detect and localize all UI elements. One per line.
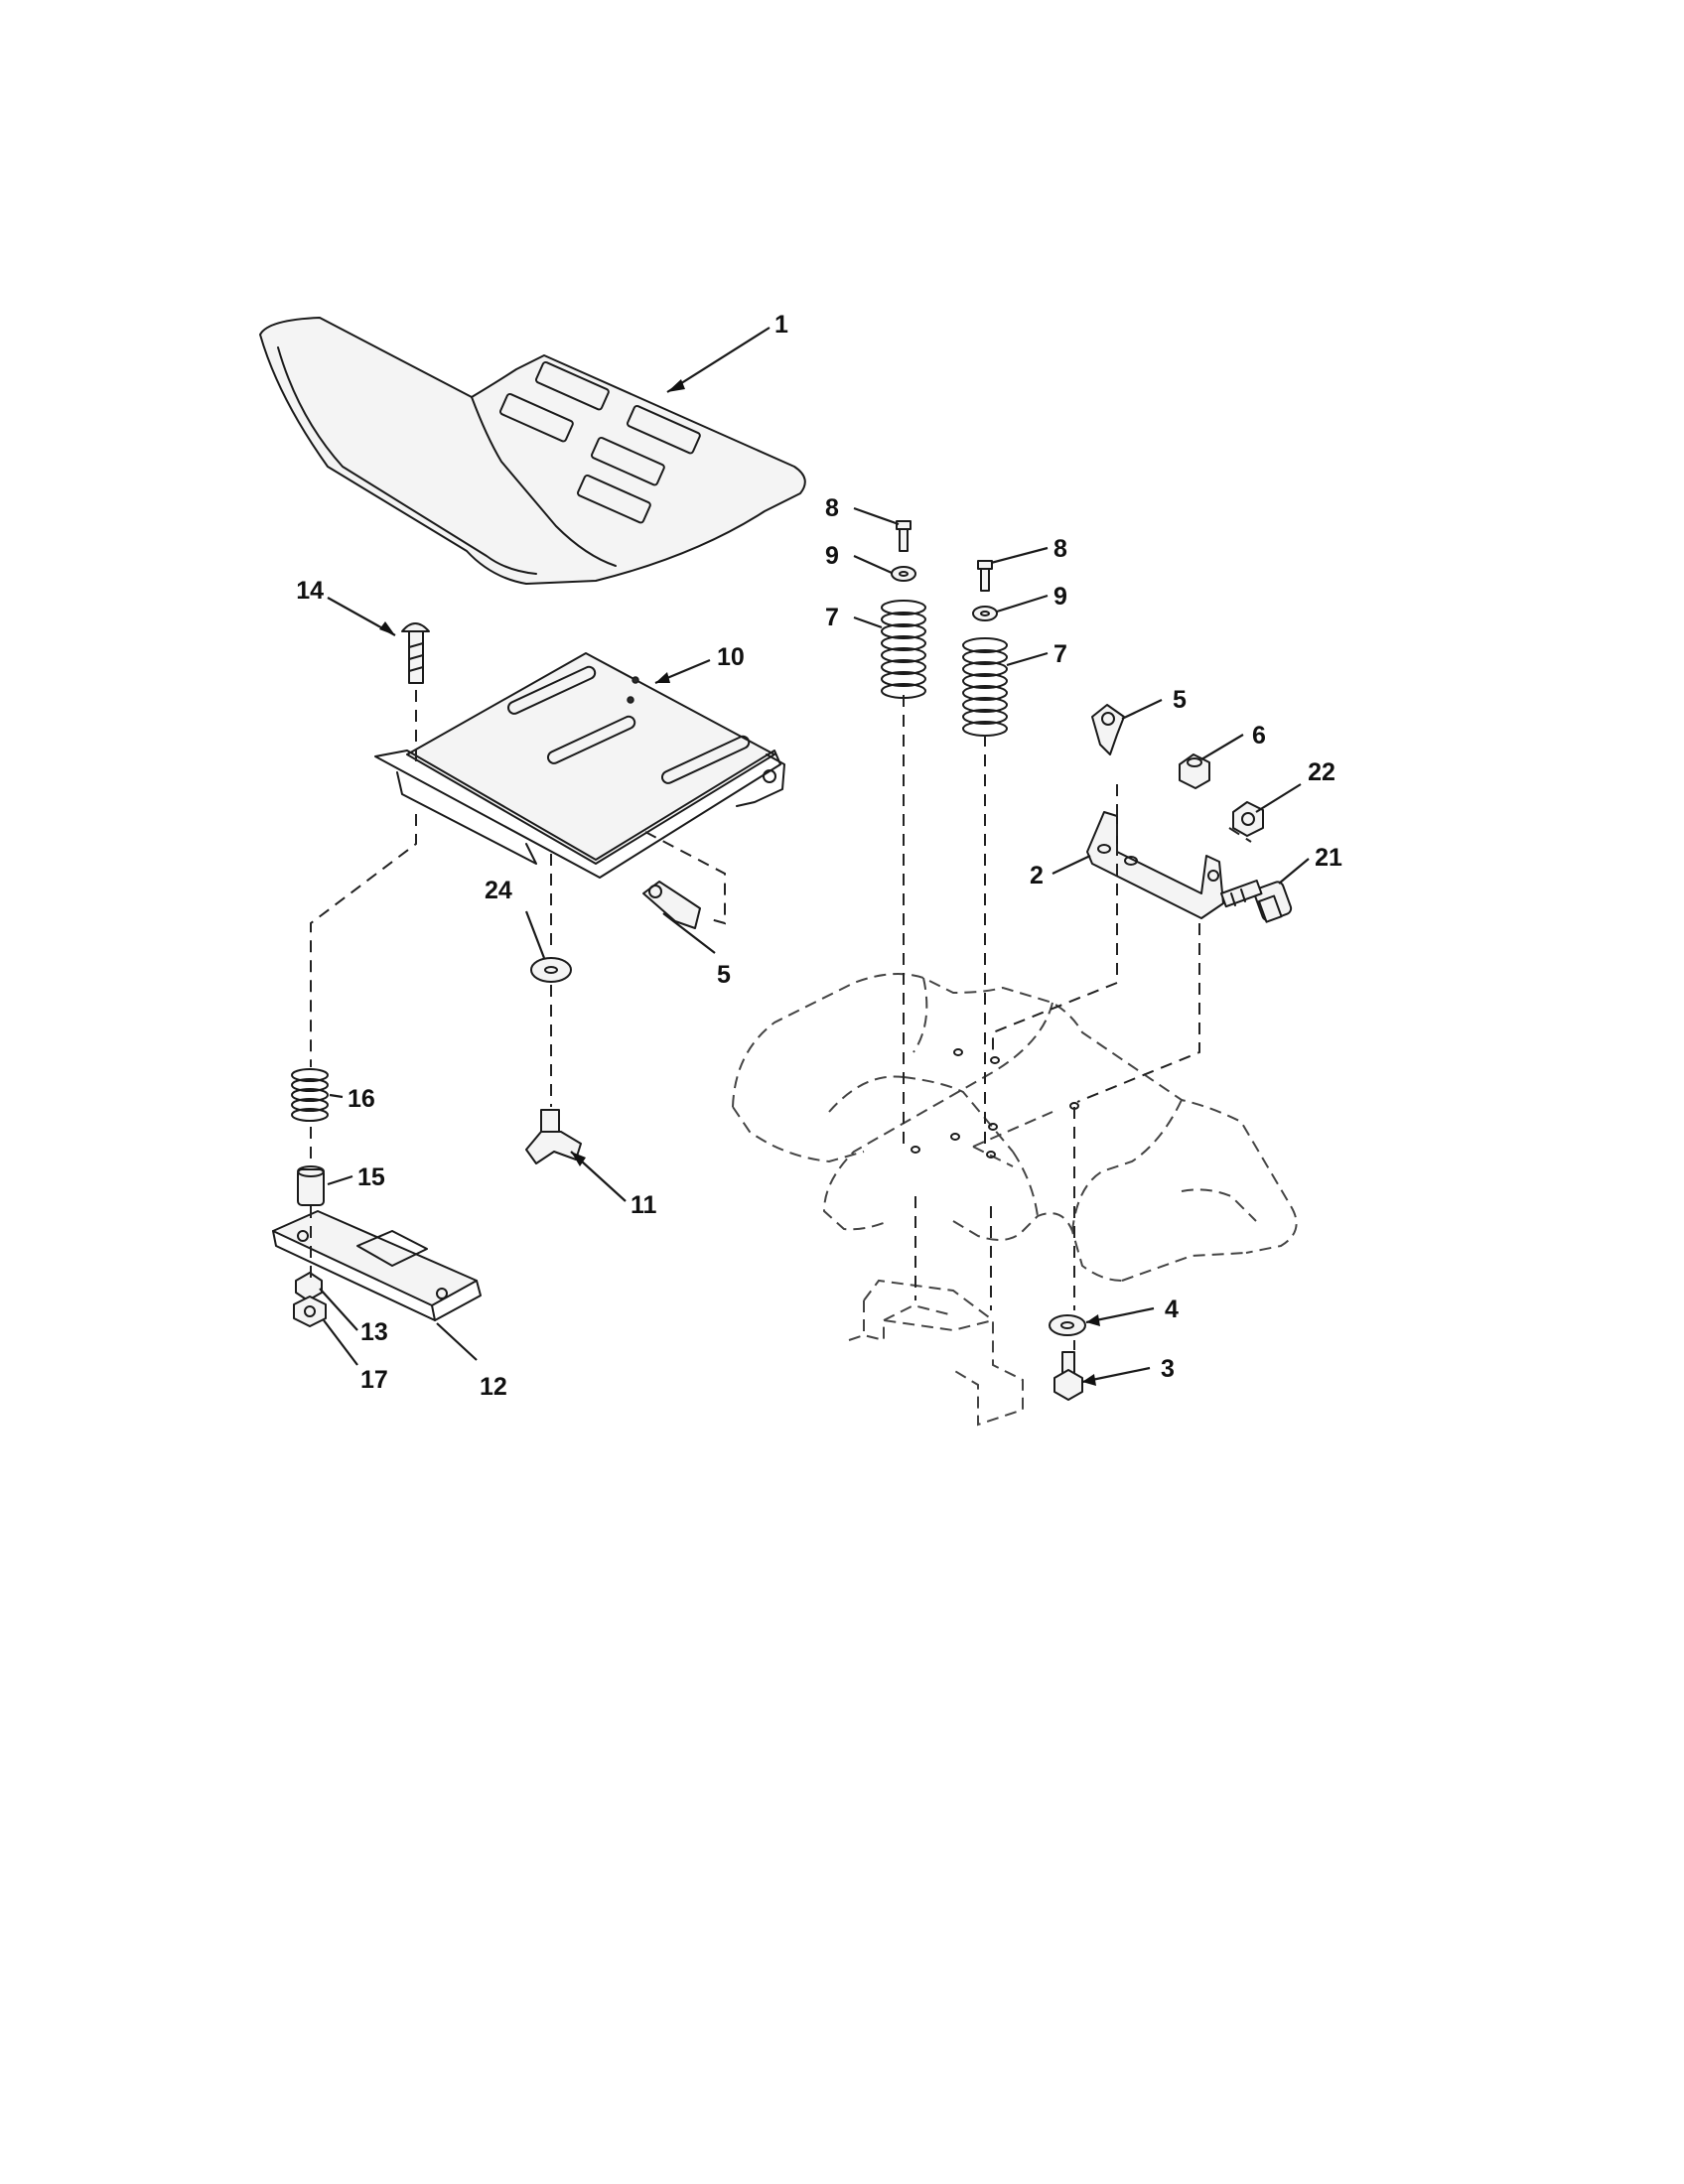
callout-2: 2	[1030, 862, 1044, 889]
callout-15: 15	[357, 1163, 385, 1191]
shoulder-bolt-part	[1220, 880, 1293, 923]
lock-nut-part-17	[293, 1296, 327, 1327]
callout-13: 13	[360, 1318, 388, 1346]
washer-part-9-left	[891, 566, 916, 582]
washer-part-9-right	[972, 606, 998, 621]
bolt-part-3	[1053, 1351, 1083, 1401]
callout-11: 11	[631, 1191, 657, 1219]
seat-bracket-part	[1086, 811, 1224, 919]
callout-24: 24	[485, 877, 512, 904]
bolt-part-8-left	[896, 520, 912, 552]
seat-pan-part	[374, 652, 785, 879]
callout-21: 21	[1315, 844, 1342, 872]
hex-nut-part	[1179, 753, 1210, 789]
bolt-part-8-right	[977, 560, 993, 592]
callout-17: 17	[360, 1366, 388, 1394]
leader-lines	[319, 327, 1310, 1386]
callout-7-right: 7	[1053, 640, 1067, 668]
seat-clip-part-left	[642, 881, 701, 929]
callout-6: 6	[1252, 722, 1266, 750]
spring-part-16	[291, 1068, 329, 1122]
callout-8-right: 8	[1053, 535, 1067, 563]
callout-22: 22	[1308, 758, 1335, 786]
callout-1: 1	[774, 311, 788, 339]
carriage-bolt-part	[401, 622, 430, 684]
seat-part	[259, 317, 806, 585]
callout-14: 14	[296, 577, 324, 605]
flange-nut-part	[1232, 801, 1264, 837]
callout-labels: 1 14 10 5 24 11 16 15 13 17 12 8 9 7 8 9…	[296, 311, 1342, 1401]
callout-4: 4	[1165, 1296, 1179, 1323]
callout-9-right: 9	[1053, 583, 1067, 611]
knob-part	[525, 1109, 582, 1164]
callout-9-left: 9	[825, 542, 839, 570]
spring-part-7-left	[881, 600, 926, 699]
spacer-part	[297, 1165, 325, 1206]
washer-part-24	[530, 957, 572, 983]
tractor-frame-phantom	[732, 973, 1298, 1427]
callout-16: 16	[348, 1085, 375, 1113]
callout-8-left: 8	[825, 494, 839, 522]
callout-10: 10	[717, 643, 745, 671]
callout-7-left: 7	[825, 604, 839, 631]
callout-5-right: 5	[1173, 686, 1187, 714]
washer-part-4	[1049, 1314, 1086, 1336]
seat-clip-part-right	[1091, 704, 1125, 755]
assembly-center-lines	[310, 690, 1252, 1350]
bracket-plate-part	[272, 1210, 482, 1321]
spring-part-7-right	[962, 637, 1008, 737]
callout-3: 3	[1161, 1355, 1175, 1383]
callout-12: 12	[480, 1373, 507, 1401]
callout-5-left: 5	[717, 961, 731, 989]
